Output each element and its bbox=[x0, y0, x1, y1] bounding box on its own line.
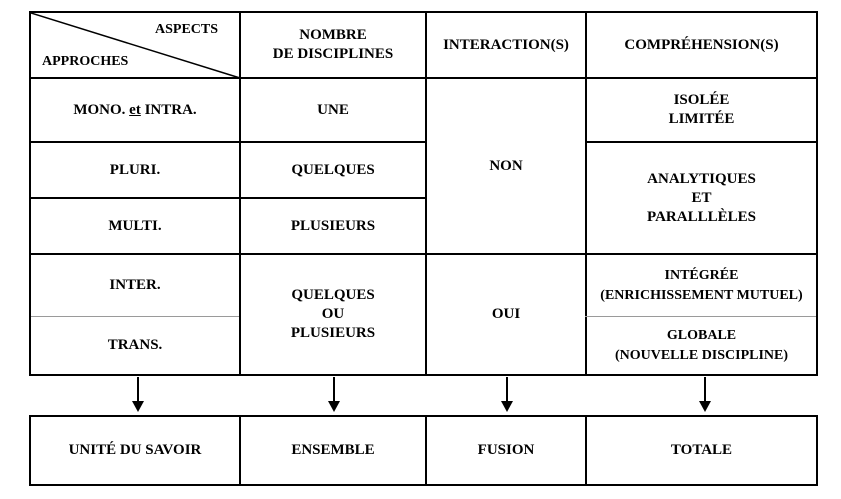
outcome-unite: UNITÉ DU SAVOIR bbox=[68, 442, 202, 458]
approach-pluri: PLURI. bbox=[109, 161, 161, 178]
nombre-une: UNE bbox=[317, 101, 349, 118]
row-divider-light bbox=[585, 316, 816, 317]
down-arrow-icon bbox=[132, 377, 144, 412]
col-divider bbox=[239, 417, 241, 484]
comprehension-globale: GLOBALE (NOUVELLE DISCIPLINE) bbox=[614, 327, 789, 363]
row-divider bbox=[31, 253, 816, 255]
header-divider bbox=[31, 77, 816, 79]
down-arrow-icon bbox=[501, 377, 513, 412]
nombre-quelques-ou-plusieurs: QUELQUES OU PLUSIEURS bbox=[290, 287, 376, 341]
approach-mono-intra: MONO. et INTRA. bbox=[73, 101, 197, 118]
header-aspects: ASPECTS bbox=[155, 22, 219, 37]
approach-inter: INTER. bbox=[109, 277, 161, 293]
approach-multi: MULTI. bbox=[108, 217, 162, 234]
outcome-totale: TOTALE bbox=[670, 442, 733, 458]
header-interaction: INTERACTION(S) bbox=[443, 36, 569, 53]
col-divider bbox=[239, 13, 241, 374]
comprehension-analytiques: ANALYTIQUES ET PARALLLÈLES bbox=[647, 170, 756, 225]
interaction-oui: OUI bbox=[491, 306, 521, 322]
header-diagonal-line bbox=[31, 13, 241, 79]
approaches-table: ASPECTS APPROCHES NOMBRE DE DISCIPLINES … bbox=[29, 11, 818, 376]
col-divider bbox=[585, 13, 587, 374]
row-divider bbox=[31, 197, 425, 199]
outcome-table: UNITÉ DU SAVOIR ENSEMBLE FUSION TOTALE bbox=[29, 415, 818, 486]
header-nombre: NOMBRE DE DISCIPLINES bbox=[272, 27, 394, 62]
outcome-ensemble: ENSEMBLE bbox=[291, 442, 375, 458]
approach-trans: TRANS. bbox=[107, 337, 163, 353]
comprehension-integree: INTÉGRÉE (ENRICHISSEMENT MUTUEL) bbox=[600, 267, 803, 303]
col-divider bbox=[425, 417, 427, 484]
header-comprehension: COMPRÉHENSION(S) bbox=[624, 36, 779, 53]
col-divider bbox=[585, 417, 587, 484]
down-arrow-icon bbox=[328, 377, 340, 412]
row-divider-light bbox=[31, 316, 239, 317]
interaction-non: NON bbox=[489, 157, 523, 174]
nombre-quelques: QUELQUES bbox=[291, 161, 375, 178]
header-approches: APPROCHES bbox=[42, 54, 129, 69]
down-arrow-icon bbox=[699, 377, 711, 412]
row-divider bbox=[31, 141, 425, 143]
nombre-plusieurs: PLUSIEURS bbox=[290, 217, 376, 234]
row-divider bbox=[585, 141, 816, 143]
comprehension-isolee: ISOLÉE LIMITÉE bbox=[668, 92, 735, 127]
outcome-fusion: FUSION bbox=[477, 442, 535, 458]
col-divider bbox=[425, 13, 427, 374]
